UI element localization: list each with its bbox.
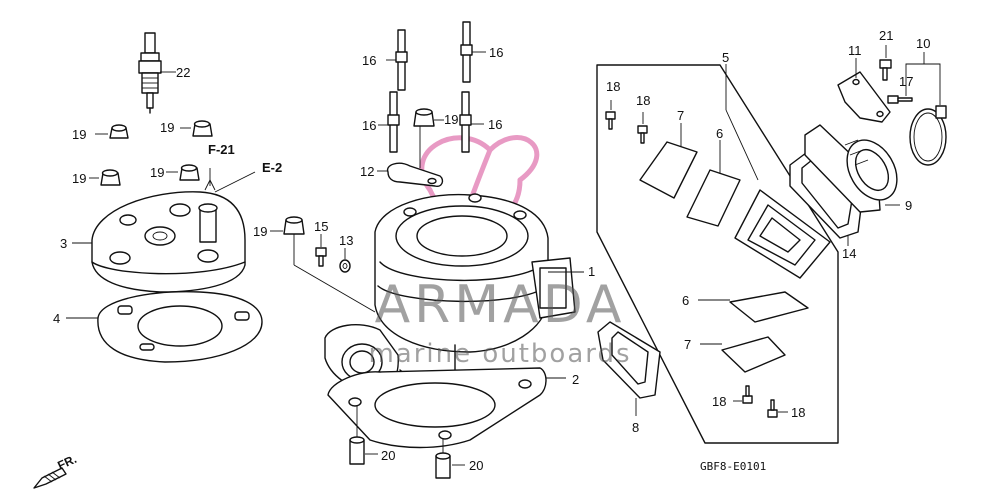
callout-7-b: 7 [684,337,691,352]
callout-2: 2 [572,372,579,387]
screw-18-a [605,111,616,130]
callout-11: 11 [848,43,862,58]
ref-f21: F-21 [208,142,235,157]
callout-16-c: 16 [362,118,376,133]
stud-16-d [459,91,472,153]
callout-18-c: 18 [712,394,726,409]
callout-9: 9 [905,198,912,213]
bracket-11 [837,71,891,123]
watermark-brand: ARMADA [375,275,626,335]
cap-19-d [179,164,200,181]
callout-18-d: 18 [791,405,805,420]
head-gasket [97,291,263,363]
stud-16-b [460,21,473,83]
cap-19-c [100,169,121,186]
bolt-15 [315,247,327,267]
reed-stopper-6-bottom [729,291,809,323]
callout-1: 1 [588,264,595,279]
cylinder [324,193,576,396]
base-gasket [327,367,547,449]
screw-18-c [742,385,753,404]
reed-petal-7-top [639,141,698,199]
spark-plug [138,32,162,114]
reed-stopper-6-top [686,169,741,227]
cap-19-e [413,108,435,127]
callout-20-a: 20 [381,448,395,463]
callout-16-b: 16 [489,45,503,60]
bolt-21 [879,59,892,81]
callout-19-e: 19 [444,112,458,127]
callout-13: 13 [339,233,353,248]
callout-19-b: 19 [160,120,174,135]
callout-19-c: 19 [72,171,86,186]
callout-19-d: 19 [150,165,164,180]
callout-19-a: 19 [72,127,86,142]
callout-7-a: 7 [677,108,684,123]
clamp-band-10 [909,105,947,166]
reed-petal-7-bottom [721,336,786,373]
callout-6-a: 6 [716,126,723,141]
washer-13 [339,259,351,273]
callout-22: 22 [176,65,190,80]
group-box-5 [596,64,839,444]
screw-18-d [767,399,778,418]
callout-14: 14 [842,246,856,261]
cap-19-b [192,120,213,137]
callout-16-d: 16 [488,117,502,132]
front-arrow [33,467,67,489]
cylinder-head [91,178,246,293]
callout-5: 5 [722,50,729,65]
cap-19-f [283,216,305,235]
callout-4: 4 [53,311,60,326]
screw-18-b [637,125,648,144]
callout-17: 17 [899,74,913,89]
cap-19-a [109,124,129,139]
callout-21: 21 [879,28,893,43]
bolt-17 [887,95,913,104]
watermark-tagline: marine outboards [368,339,631,369]
stud-16-c [387,91,400,153]
callout-8: 8 [632,420,639,435]
front-label: FR. [55,452,78,473]
ref-e2: E-2 [262,160,282,175]
callout-15: 15 [314,219,328,234]
callout-10: 10 [916,36,930,51]
callout-12: 12 [360,164,374,179]
callout-19-f: 19 [253,224,267,239]
callout-18-a: 18 [606,79,620,94]
intake-boot-9 [804,124,898,213]
callout-20-b: 20 [469,458,483,473]
callout-16-a: 16 [362,53,376,68]
stud-16-a [395,29,408,91]
callout-6-b: 6 [682,293,689,308]
drawing-code: GBF8-E0101 [700,460,766,473]
reed-gasket-8 [597,321,661,399]
callout-3: 3 [60,236,67,251]
dowel-20-b [435,452,451,479]
reed-cage [734,189,831,279]
dowel-20-a [349,436,365,465]
clamp-plate [386,162,444,188]
callout-18-b: 18 [636,93,650,108]
